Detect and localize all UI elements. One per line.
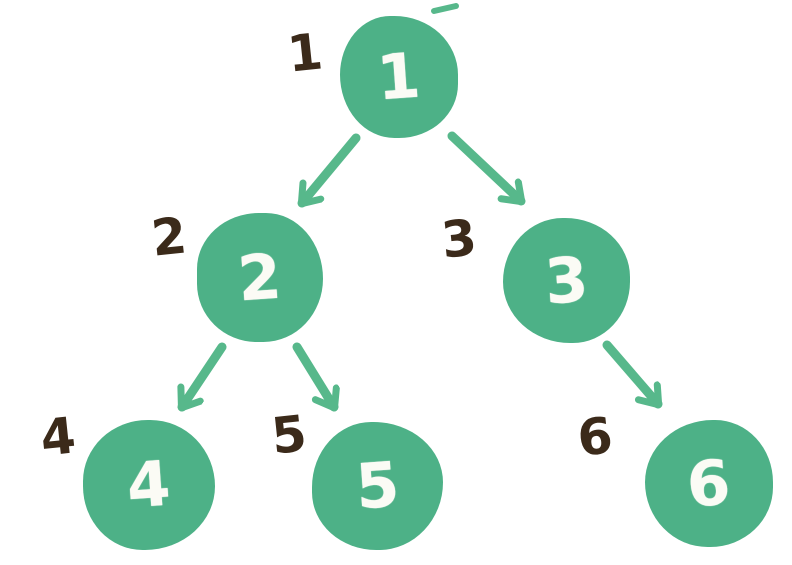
node-index-label-3: 3 [438, 208, 480, 270]
node-index-label-5: 5 [268, 404, 310, 466]
tree-node-6: 6 [645, 420, 773, 547]
node-value: 4 [124, 446, 174, 523]
edge-arrow-3-6 [602, 340, 663, 409]
tree-node-1: 1 [340, 16, 458, 138]
tree-node-3: 3 [503, 218, 630, 343]
node-value: 6 [684, 445, 734, 521]
node-index-label-1: 1 [284, 22, 326, 84]
node-index-label-6: 6 [574, 406, 616, 468]
tree-node-2: 2 [197, 213, 323, 342]
edge-arrow-1-3 [447, 131, 526, 206]
tree-node-5: 5 [312, 422, 443, 550]
tree-node-4: 4 [83, 420, 215, 550]
node-index-label-4: 4 [37, 406, 79, 468]
edge-arrow-1-2 [297, 133, 361, 208]
edge-arrow-2-5 [292, 342, 334, 412]
node-value: 3 [542, 242, 591, 318]
edge-arrow-2-4 [182, 342, 227, 412]
node-value: 2 [235, 239, 285, 315]
decorative-dash [431, 3, 459, 14]
node-value: 5 [353, 447, 402, 524]
node-index-label-2: 2 [148, 206, 190, 268]
node-value: 1 [374, 38, 424, 115]
